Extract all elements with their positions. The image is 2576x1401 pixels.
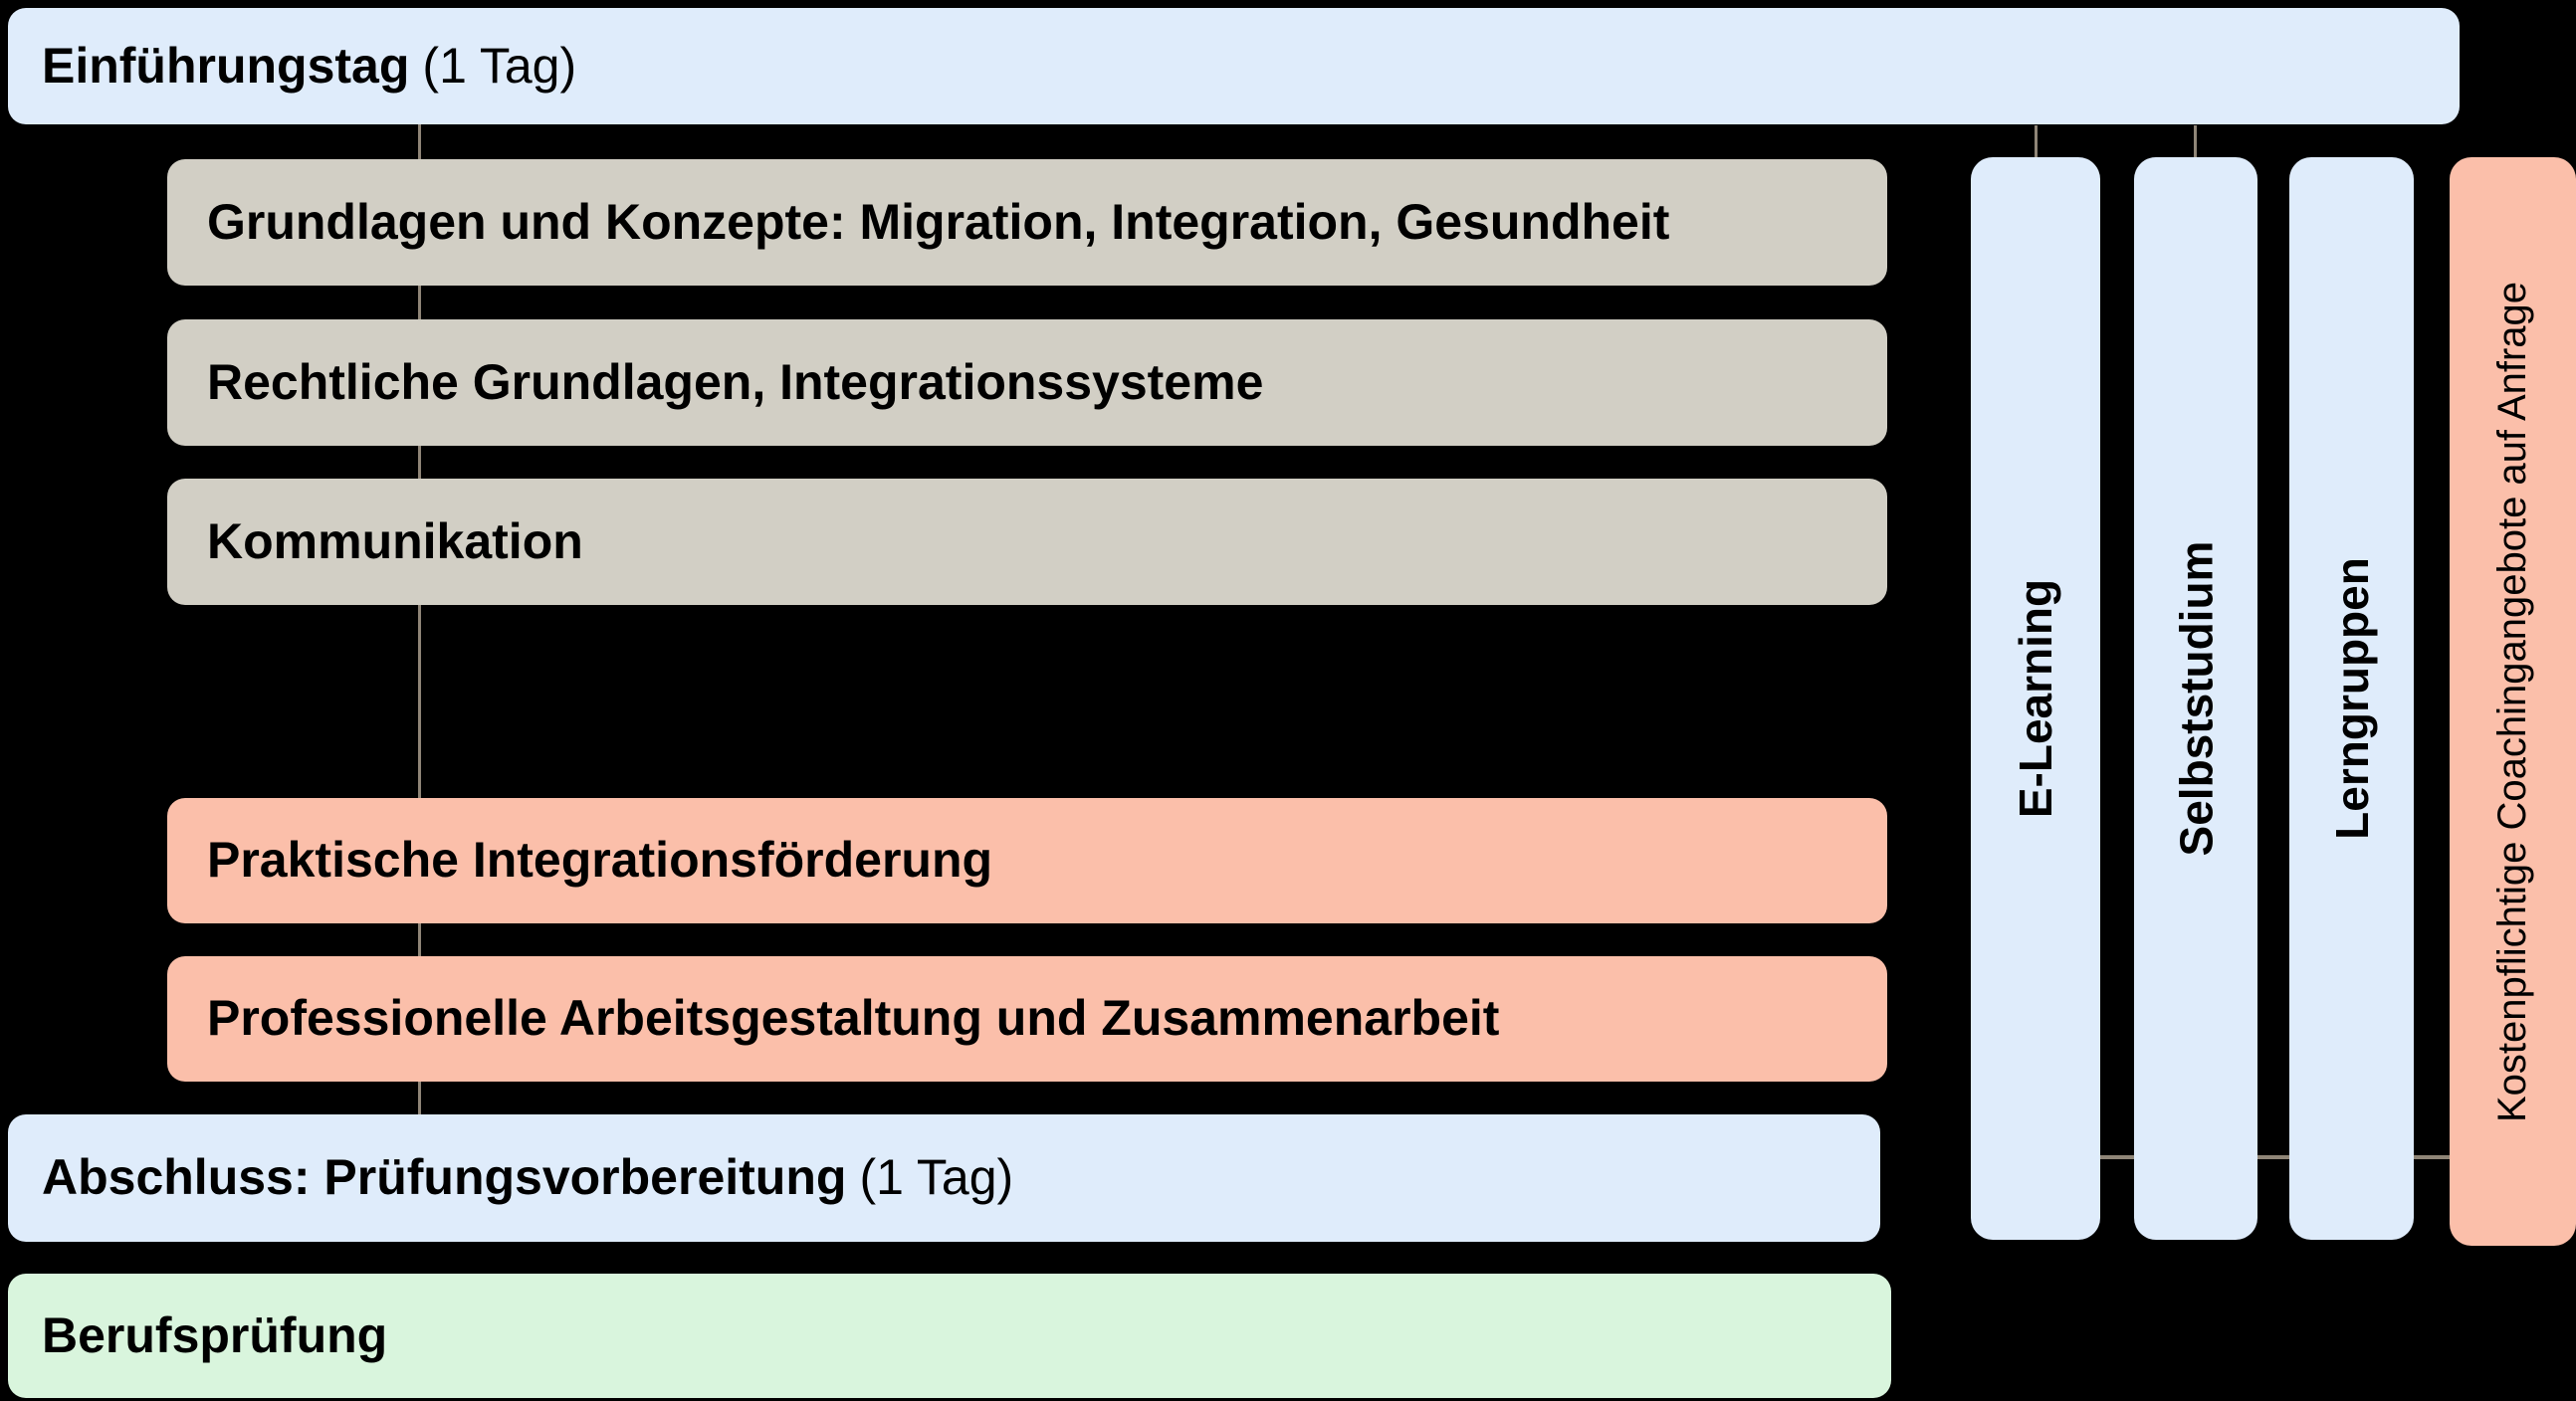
support-column-elearning: E-Learning: [1971, 157, 2100, 1240]
support-label: E-Learning: [2010, 578, 2061, 819]
module-box-professionelle-arbeitsgestaltung: Professionelle Arbeitsgestaltung und Zus…: [167, 956, 1887, 1082]
intro-day-label: Einführungstag: [42, 37, 410, 94]
module-label: Rechtliche Grundlagen, Integrationssyste…: [207, 353, 1264, 410]
support-column-selbststudium: Selbststudium: [2134, 157, 2257, 1240]
module-box-grundlagen: Grundlagen und Konzepte: Migration, Inte…: [167, 159, 1887, 286]
support-label: Kostenpflichtige Coachingangebote auf An…: [2490, 281, 2535, 1122]
exam-bar: Berufsprüfung: [8, 1274, 1891, 1398]
connector-bottom-1: [2096, 1155, 2138, 1159]
exam-label: Berufsprüfung: [42, 1306, 388, 1363]
main-flow-line: [418, 123, 421, 1118]
module-label: Grundlagen und Konzepte: Migration, Inte…: [207, 193, 1670, 250]
intro-day-duration: (1 Tag): [422, 37, 577, 94]
module-label: Kommunikation: [207, 512, 583, 569]
support-column-coaching: Kostenpflichtige Coachingangebote auf An…: [2450, 157, 2576, 1246]
module-box-praktische-integrationsfoerderung: Praktische Integrationsförderung: [167, 798, 1887, 923]
final-preparation-bar: Abschluss: Prüfungsvorbereitung (1 Tag): [8, 1114, 1880, 1242]
final-preparation-label: Abschluss: Prüfungsvorbereitung: [42, 1149, 847, 1206]
final-preparation-duration: (1 Tag): [859, 1149, 1014, 1206]
intro-day-bar: Einführungstag (1 Tag): [8, 8, 2460, 124]
module-box-rechtliche-grundlagen: Rechtliche Grundlagen, Integrationssyste…: [167, 319, 1887, 446]
connector-bottom-3: [2410, 1155, 2454, 1159]
connector-bottom-2: [2254, 1155, 2293, 1159]
module-label: Praktische Integrationsförderung: [207, 832, 993, 889]
support-label: Lerngruppen: [2325, 557, 2378, 840]
module-label: Professionelle Arbeitsgestaltung und Zus…: [207, 990, 1500, 1047]
connector-top-selbststudium: [2194, 125, 2197, 161]
support-label: Selbststudium: [2170, 540, 2222, 857]
support-column-lerngruppen: Lerngruppen: [2289, 157, 2414, 1240]
module-box-kommunikation: Kommunikation: [167, 479, 1887, 605]
connector-top-elearning: [2035, 125, 2038, 161]
